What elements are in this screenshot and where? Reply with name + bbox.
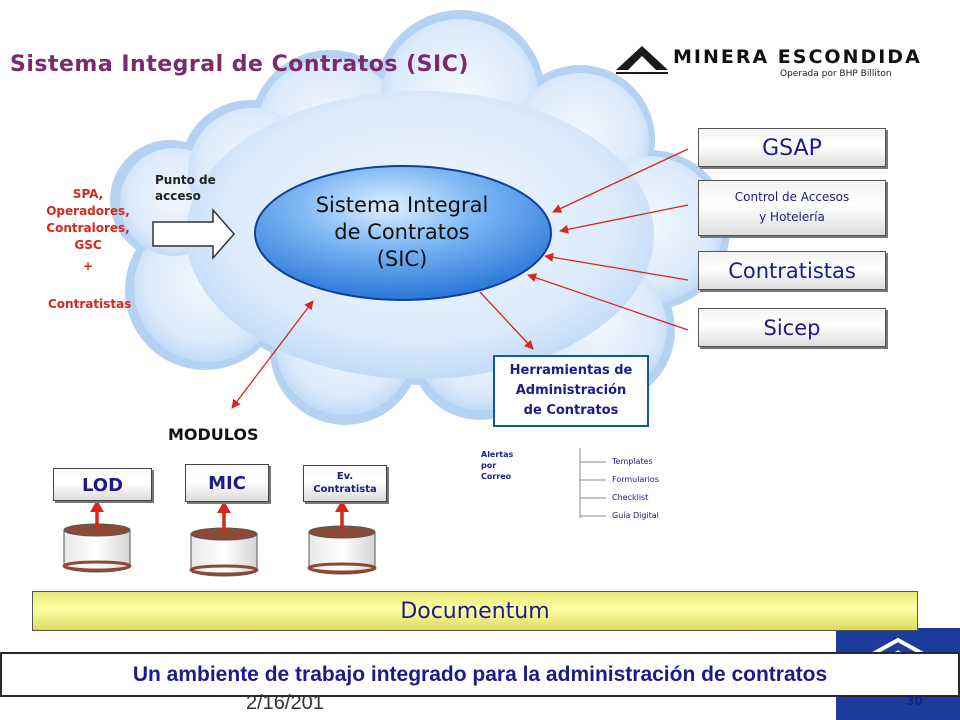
arrow-contratistas [544,252,689,281]
arrow-control [559,204,689,234]
herramientas-line: Herramientas de [509,363,633,378]
herramientas-line: de Contratos [523,403,619,418]
module-arrows [90,500,349,532]
sic-line: de Contratos [334,220,470,244]
control-accesos-box: Control de Accesos y Hotelería [698,180,886,236]
alertas-label: Alertas por Correo [481,449,513,482]
module-mic: MIC [185,464,269,502]
control-line: Control de Accesos [734,190,850,204]
sic-line: (SIC) [376,247,428,271]
alertas-line: Correo [481,472,512,481]
contratistas-box: Contratistas [698,251,886,290]
access-line: Punto de [155,173,216,187]
sic-ellipse [254,165,552,301]
ev-line: Ev. [336,471,354,482]
mountain-logo-icon [616,46,668,74]
module-lod: LOD [53,468,152,501]
left-contratistas: Contratistas [48,297,132,311]
tool-item-templates: Templates [612,457,653,466]
page-title: Sistema Integral de Contratos (SIC) [10,52,469,77]
alertas-line: Alertas [481,450,514,459]
alertas-line: por [481,461,497,470]
arrow-sicep [527,273,689,331]
tool-item-checklist: Checklist [612,493,649,502]
users-line: GSC [74,238,102,252]
herramientas-box: Herramientas de Administración de Contra… [493,355,649,427]
gsap-box: GSAP [698,128,886,167]
module-ev-contratista: Ev. Contratista [303,465,387,502]
control-line: y Hotelería [759,210,825,224]
sic-label: Sistema Integral de Contratos (SIC) [262,192,542,273]
arrow-gsap [552,148,689,213]
tools-bracket [579,448,606,518]
logo-subtitle: Operada por BHP Billiton [780,69,892,79]
arrow-modulos [231,300,314,409]
modulos-label: MODULOS [168,425,259,444]
footer-date: 2/16/201 [246,692,324,714]
summary-banner: Un ambiente de trabajo integrado para la… [0,652,960,697]
logo-name: MINERA ESCONDIDA [673,46,922,68]
tool-item-formularios: Formularios [612,475,659,484]
tool-item-guia-digital: Guía Digital [612,511,659,520]
database-ev-icon [307,525,377,575]
users-list: SPA, Operadores, Contralores, GSC + [28,186,148,275]
ev-line: Contratista [313,484,377,495]
connector-arrows [231,148,689,409]
documentum-bar: Documentum [32,591,918,631]
users-line: SPA, [72,187,104,201]
database-mic-icon [189,527,259,577]
herramientas-line: Administración [515,383,627,398]
users-line: Operadores, [46,204,130,218]
plus-sign: + [82,259,94,273]
users-line: Contralores, [46,221,130,235]
sicep-box: Sicep [698,308,886,347]
access-point-label: Punto de acceso [155,172,216,204]
database-lod-icon [62,523,132,573]
access-arrow-icon [152,208,235,260]
arrow-herramientas [479,291,534,350]
page-number: 30 [906,694,923,708]
sic-line: Sistema Integral [315,193,489,217]
access-line: acceso [155,189,201,203]
